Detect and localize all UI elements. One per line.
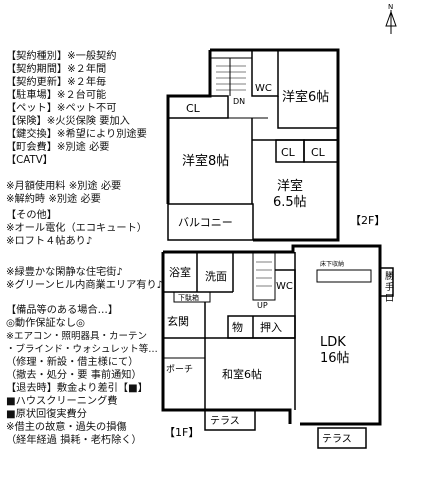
bathroom: 浴室 xyxy=(169,265,191,279)
porch: ポーチ xyxy=(166,364,193,375)
back-door-1: 勝 xyxy=(385,270,394,282)
floor2-labels: 洋室6帖 洋室8帖 洋室 6.5帖 CL CL CL WC DN バルコニー 【… xyxy=(178,83,385,229)
note-line: ※グリーンヒル内商業エリア有り♪ xyxy=(6,280,164,291)
equipment-info: 【備品等のある場合…】 ◎動作保証なし◎ ※エアコン・照明器具・カーテン ・ブラ… xyxy=(6,304,158,382)
compass-icon: N xyxy=(385,3,397,34)
equipment-line: ・ブラインド・ウォシュレット等… xyxy=(6,344,158,355)
contract-line: 【契約期間】※２年間 xyxy=(6,64,107,75)
contract-line: 【契約更新】※２年毎 xyxy=(6,77,107,88)
moveout-title: 【退去時】敷金より差引【■】 xyxy=(6,383,148,394)
moveout-info: 【退去時】敷金より差引【■】 ■ハウスクリーニング費 ■原状回復実費分 ※借主の… xyxy=(6,382,148,447)
equipment-line: ※エアコン・照明器具・カーテン xyxy=(6,331,147,342)
compass-label: N xyxy=(388,3,393,11)
floor2-label: 【2F】 xyxy=(350,214,385,227)
closet-1f: 押入 xyxy=(260,320,282,334)
storage: 物 xyxy=(232,320,243,334)
ldk-size: 16帖 xyxy=(320,351,350,366)
moveout-line: ■ハウスクリーニング費 xyxy=(6,396,118,407)
note-line: ※緑豊かな閑静な住宅街♪ xyxy=(6,267,123,278)
contract-line: 【契約種別】※一般契約 xyxy=(6,51,117,62)
contract-line: 【町会費】※別途 必要 xyxy=(6,142,110,153)
wc-2f: WC xyxy=(255,83,272,94)
stair-down-2f: DN xyxy=(233,97,245,106)
ldk-name: LDK xyxy=(320,335,346,350)
floor1-label: 【1F】 xyxy=(164,426,199,439)
notes-info: ※緑豊かな閑静な住宅街♪ ※グリーンヒル内商業エリア有り♪ xyxy=(6,266,163,292)
floor1-plan xyxy=(161,244,394,449)
other-line: ※オール電化（エコキュート） xyxy=(6,223,147,234)
moveout-line: ※借主の故意・過失の損傷 xyxy=(6,422,127,433)
terrace-1: テラス xyxy=(210,415,240,427)
contract-line: 【鍵交換】※希望により別途要 xyxy=(6,129,147,140)
floor1-labels: 浴室 洗面 下駄箱 玄関 物 押入 UP WC LDK 16帖 和室6帖 ポーチ… xyxy=(164,260,394,445)
equipment-title: 【備品等のある場合…】 xyxy=(6,305,119,316)
contract-line: 【駐車場】※２台可能 xyxy=(6,90,107,101)
floor2-plan xyxy=(166,48,340,242)
japanese-room: 和室6帖 xyxy=(222,367,262,381)
equipment-line: ◎動作保証なし◎ xyxy=(6,318,85,329)
contract-line: 【ペット】※ペット不可 xyxy=(6,103,117,114)
contract-line: 【CATV】 xyxy=(6,155,53,166)
underfloor-storage: 床下収納 xyxy=(320,260,344,268)
other-line: ※ロフト４帖あり♪ xyxy=(6,236,93,247)
contract-line: 【保険】※火災保険 要加入 xyxy=(6,116,130,127)
moveout-line: ■原状回復実費分 xyxy=(6,409,87,420)
contract-info: 【契約種別】※一般契約 【契約期間】※２年間 【契約更新】※２年毎 【駐車場】※… xyxy=(6,50,147,206)
back-door-2: 手 xyxy=(385,281,394,293)
western-room-1: 洋室6帖 xyxy=(282,89,329,105)
terrace-2: テラス xyxy=(322,433,352,445)
moveout-line: （経年経過 損耗・老朽除く） xyxy=(6,435,142,446)
other-title: 【その他】 xyxy=(6,210,57,221)
entrance: 玄関 xyxy=(167,314,189,328)
balcony: バルコニー xyxy=(178,216,233,229)
western-room-3-name: 洋室 xyxy=(277,178,303,194)
closet-2f-3: CL xyxy=(311,146,326,159)
stair-up-1f: UP xyxy=(257,301,268,310)
wc-1f: WC xyxy=(276,281,293,292)
contract-line: ※解約時 ※別途 必要 xyxy=(6,194,101,205)
back-door-3: 口 xyxy=(385,294,394,304)
other-info: 【その他】 ※オール電化（エコキュート） ※ロフト４帖あり♪ xyxy=(6,209,147,248)
closet-2f-1: CL xyxy=(186,102,201,115)
shoebox: 下駄箱 xyxy=(178,293,199,302)
equipment-line: （修理・新設・借主様にて） xyxy=(6,357,139,368)
equipment-line: （撤去・処分・要 事前通知） xyxy=(6,370,142,381)
contract-line: ※月額使用料 ※別途 必要 xyxy=(6,181,122,192)
western-room-2: 洋室8帖 xyxy=(182,153,229,169)
closet-2f-2: CL xyxy=(281,146,296,159)
washroom: 洗面 xyxy=(205,270,227,283)
western-room-3-size: 6.5帖 xyxy=(273,195,307,210)
